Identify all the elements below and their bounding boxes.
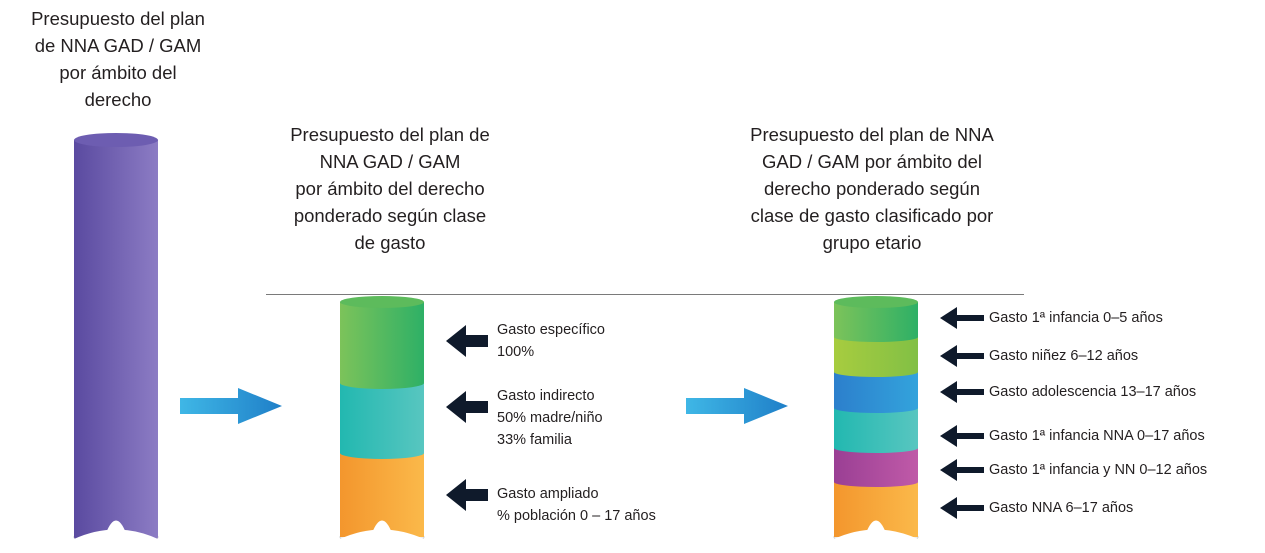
divider-line	[266, 294, 1024, 295]
pointer-arrow-icon	[940, 307, 984, 329]
segment-indirect	[340, 383, 424, 453]
pointer-arrow-icon	[940, 459, 984, 481]
label-childhood: Gasto niñez 6–12 años	[989, 348, 1139, 364]
pointer-arrow-icon	[940, 425, 984, 447]
pointer-arrow-icon	[940, 381, 984, 403]
budget-cylinder-total	[73, 133, 159, 553]
title-total-budget: Presupuesto del plan de NNA GAD / GAM po…	[31, 8, 205, 110]
budget-cylinder-by-age-group	[833, 296, 919, 553]
segment-nna-0-17	[834, 408, 918, 448]
title-by-age-group: Presupuesto del plan de NNA GAD / GAM po…	[750, 124, 994, 253]
label-nna-0-17: Gasto 1ª infancia NNA 0–17 años	[989, 428, 1205, 444]
label-adolescence: Gasto adolescencia 13–17 años	[989, 384, 1197, 400]
title-by-expense-class: Presupuesto del plan de NNA GAD / GAM po…	[290, 124, 490, 253]
label-indirect-expense: Gasto indirecto 50% madre/niño 33% famil…	[497, 388, 603, 448]
segment-specific	[340, 302, 424, 383]
label-extended-expense: Gasto ampliado % población 0 – 17 años	[497, 486, 656, 524]
flow-arrow-icon	[686, 388, 788, 424]
flow-arrow-icon	[180, 388, 282, 424]
label-early-childhood: Gasto 1ª infancia 0–5 años	[989, 310, 1163, 326]
pointer-arrow-icon	[446, 479, 488, 511]
label-nna-6-17: Gasto NNA 6–17 años	[989, 500, 1134, 516]
segment-adolescence	[834, 372, 918, 408]
label-nn-0-12: Gasto 1ª infancia y NN 0–12 años	[989, 462, 1208, 478]
pointer-arrow-icon	[940, 497, 984, 519]
pointer-arrow-icon	[446, 325, 488, 357]
segment-nn-0-12	[834, 448, 918, 482]
label-specific-expense: Gasto específico 100%	[497, 322, 605, 360]
pointer-arrow-icon	[940, 345, 984, 367]
segment-childhood	[834, 337, 918, 372]
pointer-arrow-icon	[446, 391, 488, 423]
budget-cylinder-by-expense-class	[339, 296, 425, 553]
